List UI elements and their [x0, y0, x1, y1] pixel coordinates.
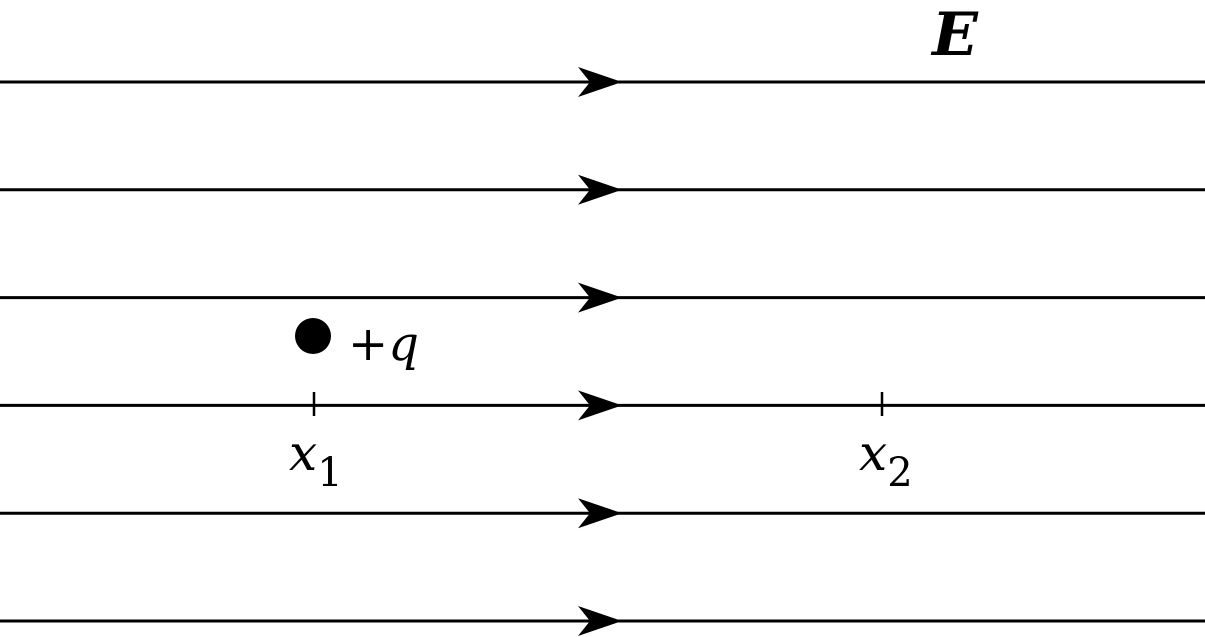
position-letter-x2: x — [859, 424, 887, 482]
field-label: E — [930, 0, 979, 70]
field-arrowhead — [578, 282, 622, 313]
charge-label: +q — [348, 316, 419, 372]
field-lines — [0, 67, 1205, 636]
charge-symbol: q — [388, 316, 419, 372]
position-subscript-x2: 2 — [887, 450, 912, 496]
position-letter-x1: x — [289, 424, 317, 482]
field-arrowhead — [578, 67, 622, 97]
field-arrowhead — [578, 498, 622, 529]
field-arrowhead — [578, 174, 622, 205]
position-label-x1: x1 — [289, 424, 343, 496]
field-arrowhead — [578, 390, 622, 421]
field-arrowhead — [578, 606, 622, 636]
position-label-x2: x2 — [859, 424, 913, 496]
charge-sign: + — [348, 316, 388, 372]
point-charge — [295, 318, 331, 354]
position-subscript-x1: 1 — [317, 450, 342, 496]
